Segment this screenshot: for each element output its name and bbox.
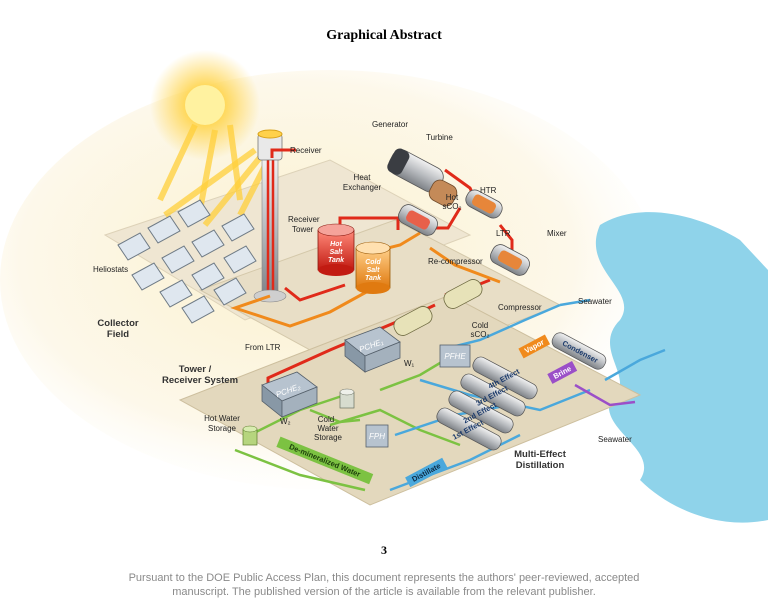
recompressor-label: Re-compressor (428, 257, 483, 266)
heat-exchanger (398, 204, 438, 236)
generator-turbine (387, 148, 458, 207)
heliostats-label: Heliostats (93, 265, 128, 274)
compressor (443, 279, 483, 309)
sun-core (185, 85, 225, 125)
from-ltr-label: From LTR (245, 343, 281, 352)
hot-salt-tank (317, 223, 355, 276)
heliostats (117, 199, 257, 324)
htr-label: HTR (480, 186, 497, 195)
pche1-box (344, 326, 401, 373)
pfhe-label: PFHE (444, 352, 466, 361)
turbine-label: Turbine (426, 133, 453, 142)
fph-label: FPH (369, 432, 385, 441)
cold-water-storage-tank (339, 388, 355, 409)
footer-line-2: manuscript. The published version of the… (172, 586, 596, 598)
sea-area (595, 212, 768, 523)
htr (465, 189, 503, 219)
seawater-right-label: Seawater (598, 435, 632, 444)
pfhe-box (439, 344, 471, 368)
footer-line-1: Pursuant to the DOE Public Access Plan, … (128, 572, 640, 584)
ltr-label: LTR (496, 229, 511, 238)
pche2-box (261, 371, 318, 418)
receiver-label: Receiver (290, 146, 322, 155)
sun-rays (157, 123, 271, 227)
recompressor (393, 306, 433, 336)
cold-salt-tank (355, 241, 391, 294)
seawater-top-label: Seawater (578, 297, 612, 306)
page-title: Graphical Abstract (326, 28, 442, 43)
fph-box (365, 424, 389, 448)
ltr (490, 244, 530, 276)
compressor-label: Compressor (498, 303, 542, 312)
receiver-tower (261, 157, 279, 297)
footer-note: Pursuant to the DOE Public Access Plan, … (60, 571, 708, 599)
w2-label: W₂ (280, 417, 291, 426)
generator-label: Generator (372, 120, 408, 129)
brine-line (574, 383, 636, 407)
w1-label: W₁ (404, 359, 415, 368)
distillation-effects (436, 332, 607, 451)
hot-water-storage-tank (242, 425, 258, 446)
tower-receiver-system-label: Tower /Receiver System (162, 364, 238, 386)
page-number: 3 (381, 543, 387, 557)
mixer-label: Mixer (547, 229, 567, 238)
